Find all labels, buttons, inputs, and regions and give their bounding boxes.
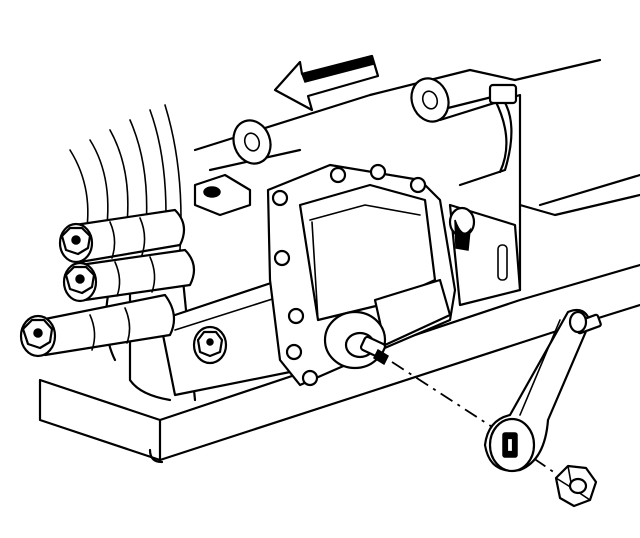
manual-shaft [359,335,389,366]
shift-lever [483,308,602,473]
lever-nut [554,464,598,508]
transmission-case [38,58,640,464]
housing-washers [232,77,450,165]
mounting-bolts [19,208,228,365]
direction-arrow [273,54,380,112]
range-selector-switch [266,163,522,387]
